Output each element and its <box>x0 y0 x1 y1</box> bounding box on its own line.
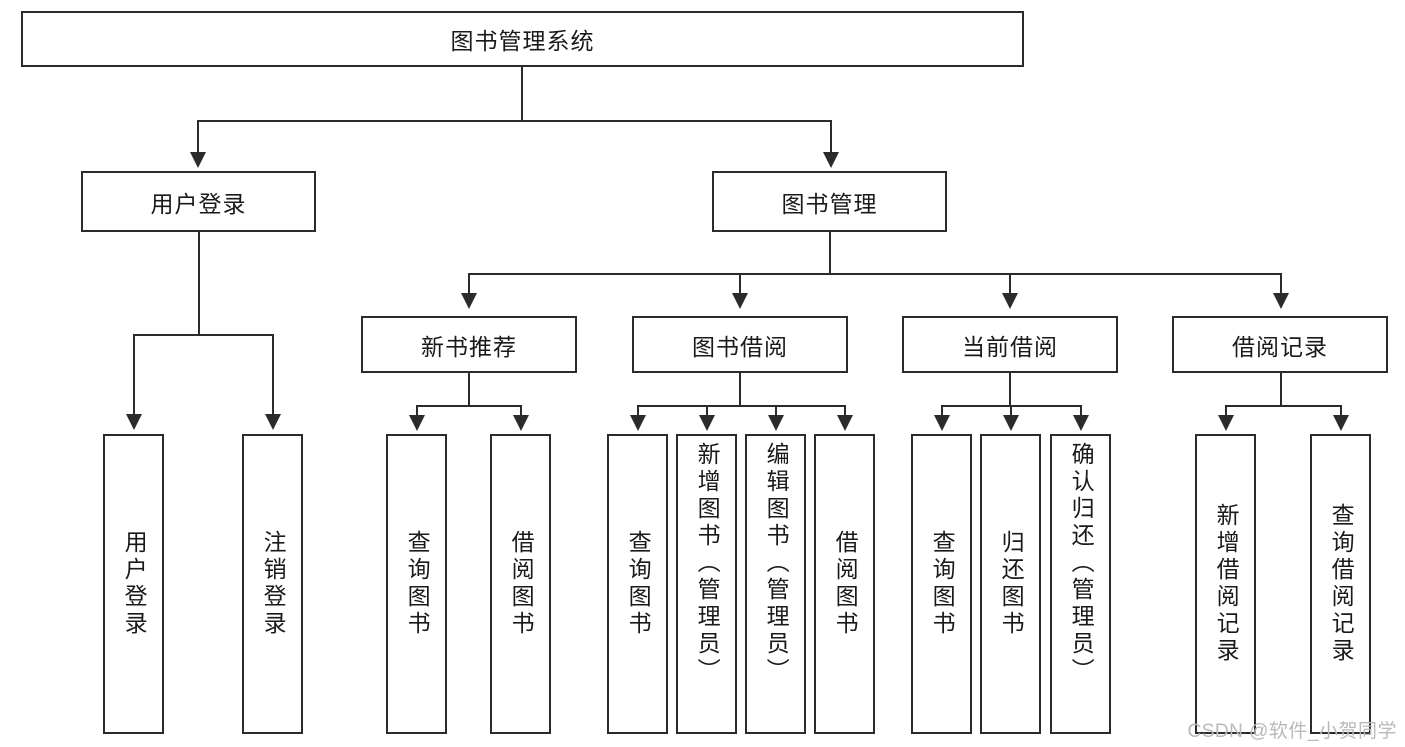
connector-current-borrow-leaf-1 <box>941 405 943 417</box>
node-leaf-query-book-3[interactable]: 查询图书 <box>911 434 972 734</box>
node-new-book-rec-label: 新书推荐 <box>421 333 517 360</box>
arrowhead-current-borrow <box>1002 293 1018 309</box>
connector-book-borrow-leaf-3 <box>775 405 777 417</box>
node-root-system[interactable]: 图书管理系统 <box>21 11 1024 67</box>
node-book-manage[interactable]: 图书管理 <box>712 171 947 232</box>
node-leaf-return-book[interactable]: 归还图书 <box>980 434 1041 734</box>
connector-user-login-bar <box>133 334 272 336</box>
node-leaf-user-logout-label: 注销登录 <box>260 530 287 638</box>
connector-root-trunk <box>521 67 523 121</box>
node-book-borrow-label: 图书借阅 <box>692 333 788 360</box>
node-leaf-add-record[interactable]: 新增借阅记录 <box>1195 434 1256 734</box>
arrowhead-root-to-user-login <box>190 152 206 168</box>
connector-new-book-rec-leaf-2 <box>520 405 522 417</box>
arrowhead-user-login-leaf-1 <box>126 414 142 430</box>
connector-borrow-record-trunk <box>1280 373 1282 406</box>
connector-root-bar <box>197 120 831 122</box>
arrowhead-new-book-rec-leaf-1 <box>409 415 425 431</box>
arrowhead-book-borrow-leaf-3 <box>768 415 784 431</box>
connector-user-login-to-leaf-2 <box>272 334 274 415</box>
node-leaf-query-book-1[interactable]: 查询图书 <box>386 434 447 734</box>
node-leaf-query-book-3-label: 查询图书 <box>929 530 956 638</box>
connector-new-book-rec-trunk <box>468 373 470 406</box>
node-leaf-borrow-book-2-label: 借阅图书 <box>832 530 859 638</box>
arrowhead-book-borrow-leaf-2 <box>699 415 715 431</box>
arrowhead-book-borrow <box>732 293 748 309</box>
connector-new-book-rec-bar <box>416 405 520 407</box>
node-leaf-user-logout[interactable]: 注销登录 <box>242 434 303 734</box>
node-leaf-add-book-label: 新增图书（管理员） <box>694 442 721 685</box>
node-leaf-borrow-book-2[interactable]: 借阅图书 <box>814 434 875 734</box>
arrowhead-borrow-record-leaf-1 <box>1218 415 1234 431</box>
connector-book-manage-to-borrow-record <box>1280 273 1282 294</box>
arrowhead-user-login-leaf-2 <box>265 414 281 430</box>
arrowhead-borrow-record-leaf-2 <box>1333 415 1349 431</box>
node-leaf-borrow-book-1[interactable]: 借阅图书 <box>490 434 551 734</box>
arrowhead-current-borrow-leaf-1 <box>934 415 950 431</box>
node-new-book-rec[interactable]: 新书推荐 <box>361 316 577 373</box>
node-borrow-record[interactable]: 借阅记录 <box>1172 316 1388 373</box>
arrowhead-book-borrow-leaf-4 <box>837 415 853 431</box>
arrowhead-current-borrow-leaf-2 <box>1003 415 1019 431</box>
arrowhead-current-borrow-leaf-3 <box>1073 415 1089 431</box>
connector-root-to-book-manage <box>830 120 832 153</box>
node-leaf-query-book-1-label: 查询图书 <box>404 530 431 638</box>
node-leaf-confirm-return-label: 确认归还（管理员） <box>1068 442 1095 685</box>
node-borrow-record-label: 借阅记录 <box>1232 333 1328 360</box>
connector-book-manage-to-new-book-rec <box>468 273 470 294</box>
node-leaf-edit-book[interactable]: 编辑图书（管理员） <box>745 434 806 734</box>
node-leaf-query-book-2[interactable]: 查询图书 <box>607 434 668 734</box>
node-leaf-borrow-book-1-label: 借阅图书 <box>508 530 535 638</box>
connector-current-borrow-trunk <box>1009 373 1011 406</box>
node-book-manage-label: 图书管理 <box>781 190 878 217</box>
arrowhead-new-book-rec <box>461 293 477 309</box>
node-leaf-query-record-label: 查询借阅记录 <box>1328 503 1355 665</box>
connector-user-login-trunk <box>198 232 200 335</box>
csdn-watermark: CSDN @软件_小贺同学 <box>1187 721 1397 742</box>
arrowhead-new-book-rec-leaf-2 <box>513 415 529 431</box>
node-leaf-user-login-label: 用户登录 <box>121 530 148 638</box>
connector-book-manage-bar <box>468 273 1280 275</box>
connector-book-borrow-bar <box>637 405 844 407</box>
node-root-system-label: 图书管理系统 <box>450 28 595 54</box>
node-leaf-query-book-2-label: 查询图书 <box>625 530 652 638</box>
connector-book-manage-to-book-borrow <box>739 273 741 294</box>
connector-current-borrow-leaf-3 <box>1080 405 1082 417</box>
node-user-login[interactable]: 用户登录 <box>81 171 316 232</box>
node-leaf-user-login[interactable]: 用户登录 <box>103 434 164 734</box>
node-book-borrow[interactable]: 图书借阅 <box>632 316 848 373</box>
node-leaf-add-record-label: 新增借阅记录 <box>1213 503 1240 665</box>
arrowhead-borrow-record <box>1273 293 1289 309</box>
connector-borrow-record-leaf-1 <box>1225 405 1227 417</box>
connector-new-book-rec-leaf-1 <box>416 405 418 417</box>
connector-root-to-user-login <box>197 120 199 153</box>
connector-borrow-record-bar <box>1225 405 1340 407</box>
arrowhead-book-borrow-leaf-1 <box>630 415 646 431</box>
connector-book-borrow-leaf-4 <box>844 405 846 417</box>
node-user-login-label: 用户登录 <box>150 190 247 217</box>
connector-user-login-to-leaf-1 <box>133 334 135 415</box>
node-current-borrow[interactable]: 当前借阅 <box>902 316 1118 373</box>
node-leaf-add-book[interactable]: 新增图书（管理员） <box>676 434 737 734</box>
connector-book-borrow-leaf-1 <box>637 405 639 417</box>
connector-book-manage-to-current-borrow <box>1009 273 1011 294</box>
node-leaf-edit-book-label: 编辑图书（管理员） <box>763 442 790 685</box>
node-current-borrow-label: 当前借阅 <box>962 333 1058 360</box>
node-leaf-query-record[interactable]: 查询借阅记录 <box>1310 434 1371 734</box>
node-leaf-confirm-return[interactable]: 确认归还（管理员） <box>1050 434 1111 734</box>
arrowhead-root-to-book-manage <box>823 152 839 168</box>
connector-borrow-record-leaf-2 <box>1340 405 1342 417</box>
connector-book-borrow-leaf-2 <box>706 405 708 417</box>
connector-book-borrow-trunk <box>739 373 741 406</box>
node-leaf-return-book-label: 归还图书 <box>998 530 1025 638</box>
connector-current-borrow-leaf-2 <box>1010 405 1012 417</box>
connector-book-manage-trunk <box>829 232 831 274</box>
